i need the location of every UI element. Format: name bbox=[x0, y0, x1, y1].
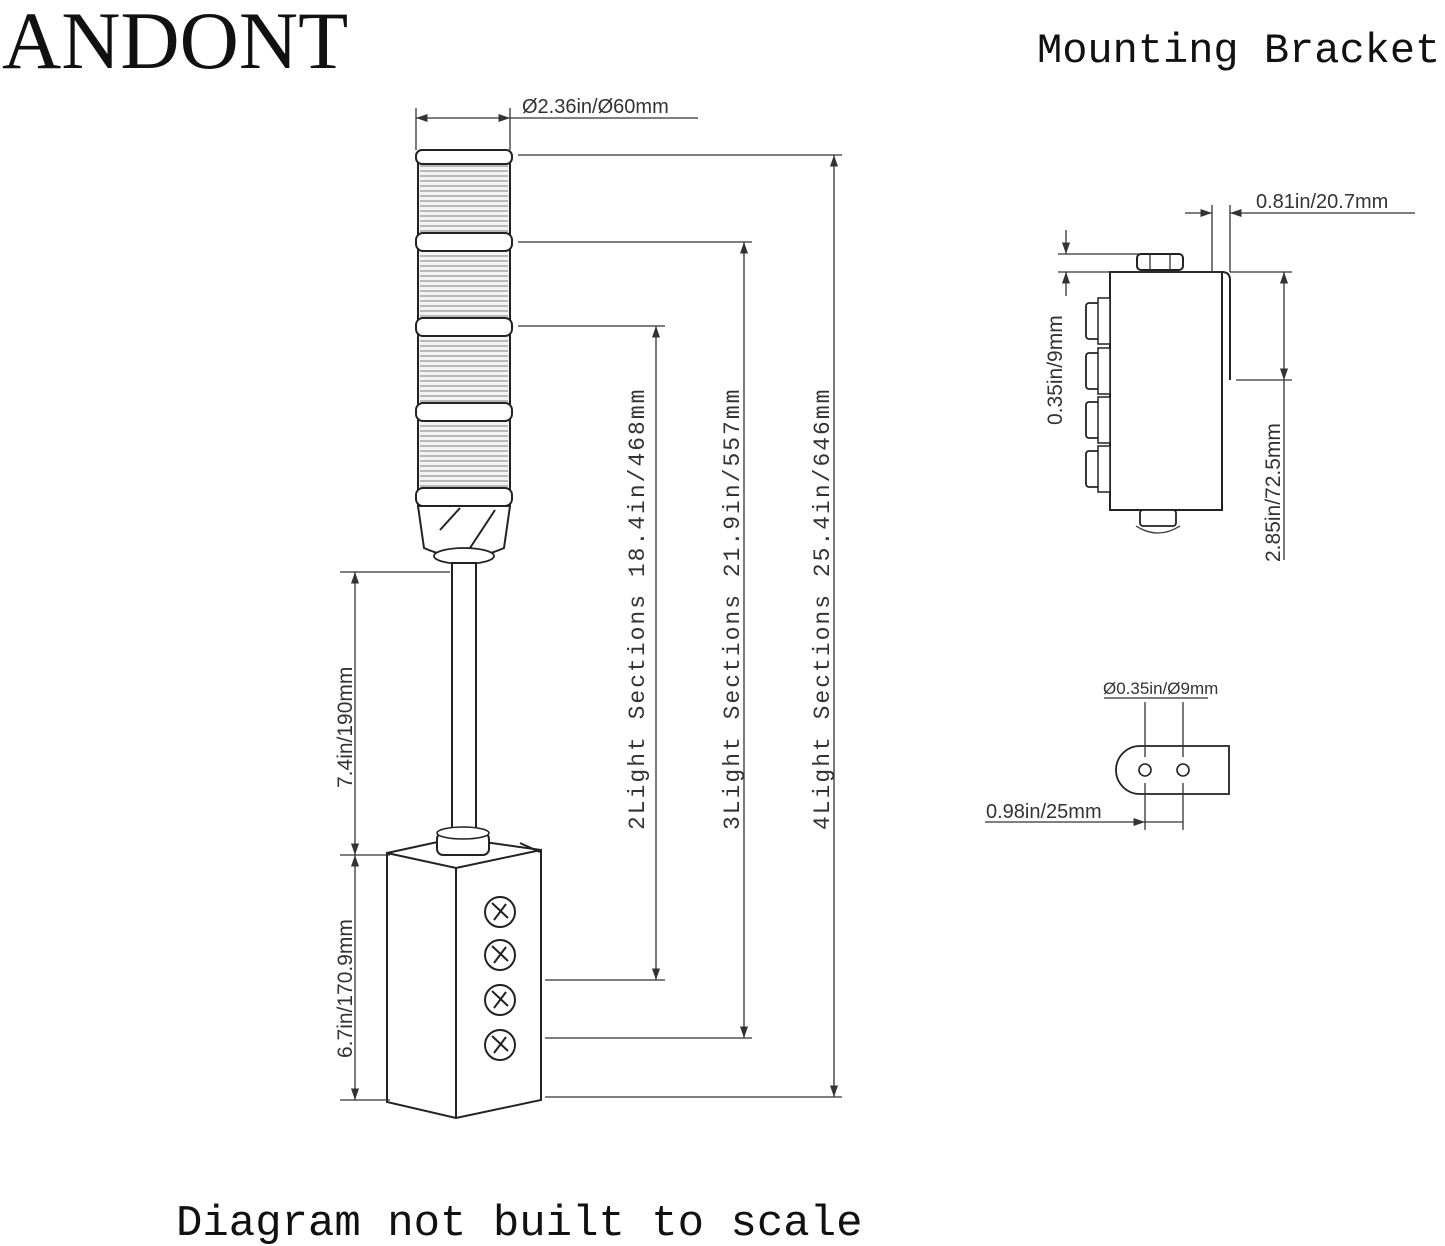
mounting-hole-2 bbox=[1176, 763, 1190, 777]
height-4-sections-label: 4Light Sections 25.4in/646mm bbox=[810, 388, 836, 830]
cable-gland-3 bbox=[484, 984, 516, 1016]
height-2-sections-dimension: 2Light Sections 18.4in/468mm bbox=[518, 325, 665, 981]
mounting-pole bbox=[451, 562, 477, 838]
height-3-sections-dimension: 3Light Sections 21.9in/557mm bbox=[518, 241, 752, 1039]
hole-diameter-label: Ø0.35in/Ø9mm bbox=[1103, 679, 1218, 698]
bracket-plate-view bbox=[1115, 745, 1230, 795]
diameter-dimension: Ø2.36in/Ø60mm bbox=[415, 96, 698, 150]
offset-dimension: 0.35in/9mm bbox=[1044, 230, 1140, 425]
diameter-label: Ø2.36in/Ø60mm bbox=[522, 96, 669, 118]
scale-note: Diagram not built to scale bbox=[176, 1199, 863, 1246]
mounting-box bbox=[386, 848, 542, 1120]
bracket-length-dimension: 2.85in/72.5mm bbox=[1230, 271, 1292, 562]
height-4-sections-dimension: 4Light Sections 25.4in/646mm bbox=[518, 154, 842, 1098]
hole-spacing-dimension: 0.98in/25mm bbox=[985, 783, 1184, 830]
cable-gland-4 bbox=[484, 1029, 516, 1061]
bracket-box-body bbox=[1109, 271, 1223, 511]
height-2-sections-label: 2Light Sections 18.4in/468mm bbox=[625, 388, 651, 830]
section-ring-3 bbox=[415, 402, 513, 422]
hole-spacing-label: 0.98in/25mm bbox=[986, 801, 1102, 823]
height-3-sections-label: 3Light Sections 21.9in/557mm bbox=[720, 388, 746, 830]
cable-gland-1 bbox=[484, 896, 516, 928]
hole-diameter-dimension: Ø0.35in/Ø9mm bbox=[1103, 679, 1218, 757]
mounting-hole-1 bbox=[1138, 763, 1152, 777]
box-height-label: 6.7in/170.9mm bbox=[334, 919, 357, 1058]
brand-title: ANDONT bbox=[2, 0, 348, 86]
pole-length-label: 7.4in/190mm bbox=[334, 667, 357, 788]
section-ring-1 bbox=[415, 232, 513, 252]
bracket-length-label: 2.85in/72.5mm bbox=[1262, 423, 1285, 562]
bracket-plate bbox=[1115, 745, 1230, 795]
flange-width-label: 0.81in/20.7mm bbox=[1256, 191, 1388, 213]
section-ring-2 bbox=[415, 317, 513, 337]
pole-length-dimension: 7.4in/190mm bbox=[334, 571, 450, 856]
box-height-dimension: 6.7in/170.9mm bbox=[334, 855, 390, 1101]
bracket-bottom-gland bbox=[1139, 509, 1177, 527]
offset-label: 0.35in/9mm bbox=[1044, 315, 1067, 425]
cable-gland-2 bbox=[484, 939, 516, 971]
bracket-heading: Mounting Bracket: bbox=[1037, 27, 1445, 75]
section-ring-4 bbox=[415, 487, 513, 507]
base-collar bbox=[433, 547, 495, 565]
tower-light bbox=[386, 149, 542, 1120]
bracket-side-view bbox=[1085, 253, 1231, 534]
flange-width-dimension: 0.81in/20.7mm bbox=[1185, 191, 1415, 272]
top-cap bbox=[415, 149, 513, 165]
bracket-top-nut bbox=[1136, 253, 1184, 271]
